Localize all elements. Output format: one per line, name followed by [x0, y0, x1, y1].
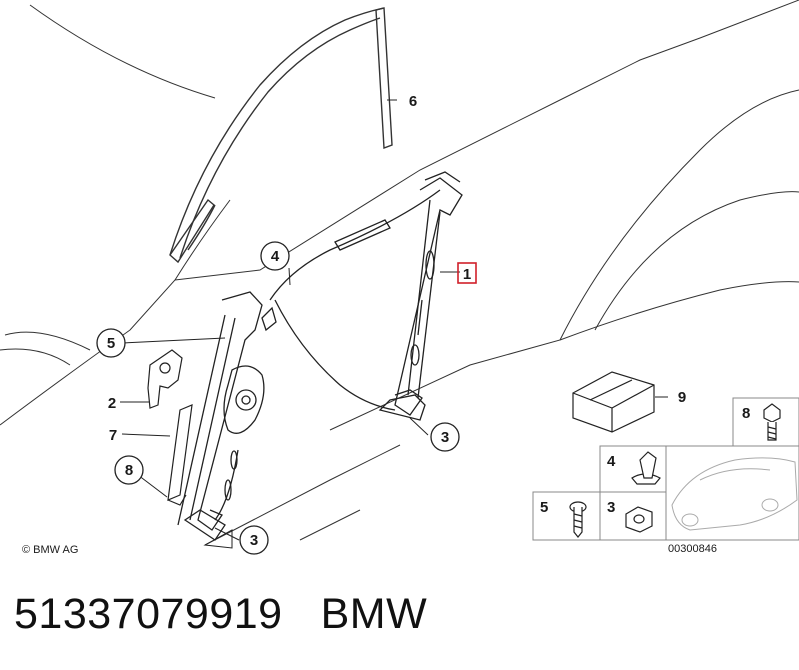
car-thumbnail-icon: [671, 457, 798, 531]
drawing-reference: 00300846: [668, 543, 717, 555]
callout-5: 5: [96, 328, 126, 358]
callout-8: 8: [114, 455, 144, 485]
svg-text:4: 4: [271, 248, 280, 265]
table-label-8: 8: [742, 405, 750, 422]
brand-name: BMW: [320, 590, 428, 638]
callout-4: 4: [260, 241, 290, 271]
table-label-4: 4: [607, 453, 616, 470]
svg-text:1: 1: [463, 266, 471, 283]
callout-9: 9: [678, 389, 686, 406]
car-body-outline: [0, 0, 799, 546]
svg-text:3: 3: [441, 429, 449, 446]
svg-text:3: 3: [250, 532, 258, 549]
clip-icon: [631, 451, 661, 485]
callout-3-upper: 3: [430, 422, 460, 452]
window-regulator-diagram: 4 5 8 3 3 6 1 2 7 9 8 4 5 3: [0, 0, 799, 556]
screw-icon: [569, 501, 587, 538]
seal-strip-part-7: [167, 404, 193, 506]
callout-3-lower: 3: [239, 525, 269, 555]
regulator-cable: [261, 189, 441, 411]
nut-icon: [625, 506, 653, 533]
callout-7: 7: [109, 427, 117, 444]
window-motor-part-2: [147, 349, 183, 409]
window-channel-part-6: [169, 7, 393, 264]
part-9-kit-box: [572, 371, 655, 433]
svg-text:5: 5: [107, 335, 115, 352]
left-regulator-rail: [177, 291, 265, 541]
callout-leaders: [120, 99, 668, 549]
svg-text:8: 8: [125, 462, 133, 479]
regulator-assembly-part-1: [378, 171, 463, 421]
copyright-label: © BMW AG: [22, 544, 78, 556]
table-label-5: 5: [540, 499, 548, 516]
callout-6: 6: [409, 93, 417, 110]
callout-1: 1: [457, 262, 477, 284]
parts-table: [532, 397, 799, 541]
table-label-3: 3: [607, 499, 615, 516]
part-caption: 51337079919 BMW: [14, 584, 427, 644]
bolt-icon: [763, 403, 781, 441]
part-number: 51337079919: [14, 590, 283, 638]
callout-2: 2: [108, 395, 116, 412]
